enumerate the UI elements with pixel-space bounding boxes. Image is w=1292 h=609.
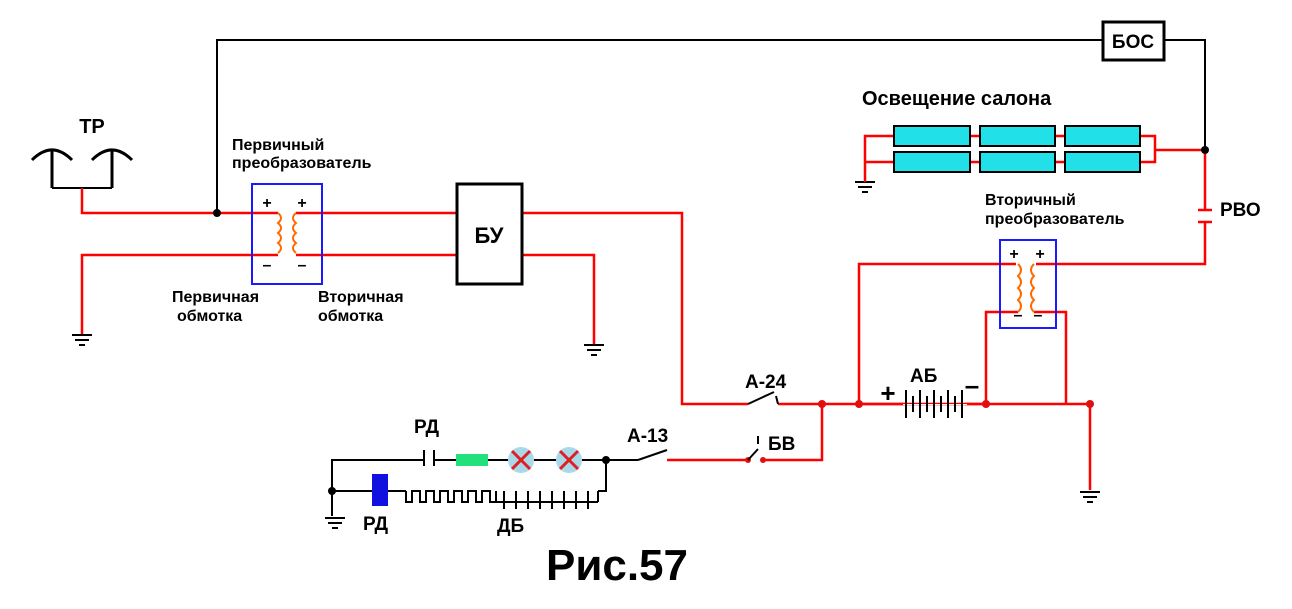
a24-switch-stop: [775, 395, 779, 405]
bv-label: БВ: [768, 434, 795, 455]
bu-label: БУ: [475, 223, 504, 248]
ab-label: АБ: [910, 366, 937, 387]
primary-converter-label-1: Первичный: [232, 137, 324, 154]
lower-circuit-wires: [331, 459, 638, 516]
lamp-tube: [893, 151, 971, 173]
junction-dot: [602, 456, 610, 464]
battery-ab: [859, 390, 986, 418]
cabin-lighting-wires: [863, 134, 1157, 182]
minus-sign: –: [1034, 307, 1043, 324]
db-label: ДБ: [497, 516, 524, 537]
feedback-wire: [216, 39, 1206, 213]
cabin-lamps: [893, 125, 1141, 173]
db-sensor: [405, 490, 599, 509]
plus-sign: +: [297, 195, 306, 212]
primary-converter: + + – –: [251, 183, 323, 285]
junction-dot: [328, 487, 336, 495]
minus-sign: –: [298, 257, 307, 274]
bu-block: БУ: [455, 182, 524, 286]
lamp-tube: [979, 125, 1056, 147]
junction-dot: [1201, 146, 1209, 154]
rvo-label: РВО: [1220, 200, 1261, 221]
primary-winding-label-2: обмотка: [177, 308, 242, 325]
plus-sign: +: [262, 195, 271, 212]
lamp-tube: [1064, 151, 1141, 173]
figure-caption: Рис.57: [546, 541, 688, 590]
secondary-converter: + + – –: [999, 239, 1057, 329]
secondary-converter-label-1: Вторичный: [985, 192, 1076, 209]
junction-dot: [213, 209, 221, 217]
a13-switch-blade: [637, 449, 668, 461]
plus-sign: +: [1035, 246, 1044, 263]
lamp-tube: [1064, 125, 1141, 147]
primary-converter-label-2: преобразователь: [232, 155, 372, 172]
secondary-converter-label-2: преобразователь: [985, 211, 1125, 228]
primary-winding-label-1: Первичная: [172, 289, 259, 306]
rd-coil: [372, 474, 388, 506]
ground-symbols: [72, 181, 1100, 529]
signal-lamp: [508, 447, 534, 473]
a24-label: А-24: [745, 372, 787, 393]
minus-sign: –: [1014, 307, 1023, 324]
rd-contact: [423, 450, 435, 466]
plus-sign: +: [1009, 246, 1018, 263]
battery-plus: +: [880, 378, 895, 408]
signal-lamp: [556, 447, 582, 473]
cabin-lighting-label: Освещение салона: [862, 88, 1052, 110]
bos-block: БОС: [1101, 20, 1166, 62]
bos-label: БОС: [1112, 32, 1154, 53]
a24-switch-blade: [747, 391, 775, 405]
tr-antennas: [30, 148, 134, 188]
lamp-tube: [893, 125, 971, 147]
red-junctions: [818, 400, 1094, 408]
secondary-winding-label-2: обмотка: [318, 308, 383, 325]
a13-label: А-13: [627, 426, 668, 447]
rvo-contact: [1198, 208, 1212, 224]
lamp-tube: [979, 151, 1056, 173]
resistor: [456, 454, 488, 466]
bv-contact: [745, 436, 766, 463]
rd-coil-label: РД: [363, 514, 388, 535]
tr-label: ТР: [79, 116, 105, 138]
secondary-winding-label-1: Вторичная: [318, 289, 404, 306]
rd-contact-label: РД: [414, 417, 439, 438]
minus-sign: –: [263, 257, 272, 274]
battery-minus: –: [965, 370, 979, 400]
